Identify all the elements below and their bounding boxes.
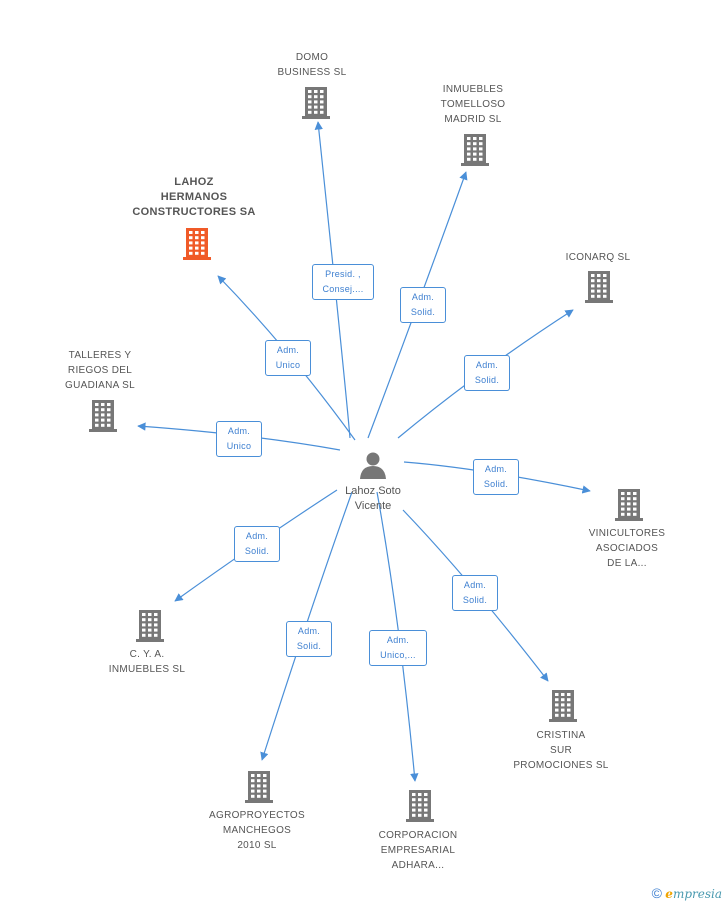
role-label-agroproyectos: Adm. Solid. — [286, 621, 332, 657]
company-label-cristina[interactable]: CRISTINA SUR PROMOCIONES SL — [513, 730, 609, 771]
role-label-cya: Adm. Solid. — [234, 526, 280, 562]
company-label-iconarq[interactable]: ICONARQ SL — [565, 252, 631, 263]
building-icon[interactable] — [549, 690, 577, 722]
company-label-corporacion[interactable]: CORPORACION EMPRESARIAL ADHARA... — [378, 830, 458, 871]
person-icon[interactable] — [360, 452, 386, 480]
role-label-iconarq: Adm. Solid. — [464, 355, 510, 391]
company-label-domo[interactable]: DOMO BUSINESS SL — [277, 52, 347, 78]
edge-domo — [314, 121, 351, 439]
building-icon[interactable] — [585, 271, 613, 303]
building-icon[interactable] — [245, 771, 273, 803]
copyright-icon: © — [651, 885, 662, 901]
role-label-lahoz-hermanos: Adm. Unico — [265, 340, 311, 376]
role-label-cristina: Adm. Solid. — [452, 575, 498, 611]
company-label-agroproyectos[interactable]: AGROPROYECTOS MANCHEGOS 2010 SL — [209, 810, 305, 851]
empresia-brand: © empresia — [651, 885, 722, 901]
person-name[interactable]: Lahoz Soto Vicente — [345, 485, 401, 512]
role-label-inmuebles-tomelloso: Adm. Solid. — [400, 287, 446, 323]
role-label-vinicultores: Adm. Solid. — [473, 459, 519, 495]
role-label-talleres: Adm. Unico — [216, 421, 262, 457]
building-icon[interactable] — [406, 790, 434, 822]
role-label-corporacion: Adm. Unico,... — [369, 630, 427, 666]
building-icon[interactable] — [89, 400, 117, 432]
edge-agroproyectos — [260, 491, 353, 761]
company-label-talleres[interactable]: TALLERES Y RIEGOS DEL GUADIANA SL — [65, 350, 135, 391]
role-label-domo: Presid. , Consej.... — [312, 264, 374, 300]
company-label-vinicultores[interactable]: VINICULTORES ASOCIADOS DE LA... — [588, 528, 666, 569]
company-label-lahoz-hermanos[interactable]: LAHOZ HERMANOS CONSTRUCTORES SA — [132, 176, 256, 218]
edge-corporacion — [376, 491, 419, 782]
building-icon[interactable] — [136, 610, 164, 642]
company-label-cya[interactable]: C. Y. A. INMUEBLES SL — [108, 649, 186, 675]
building-icon[interactable] — [302, 87, 330, 119]
building-icon[interactable] — [461, 134, 489, 166]
building-icon[interactable] — [183, 228, 211, 260]
building-icon[interactable] — [615, 489, 643, 521]
company-label-inmuebles-tomelloso[interactable]: INMUEBLES TOMELLOSO MADRID SL — [440, 84, 506, 125]
